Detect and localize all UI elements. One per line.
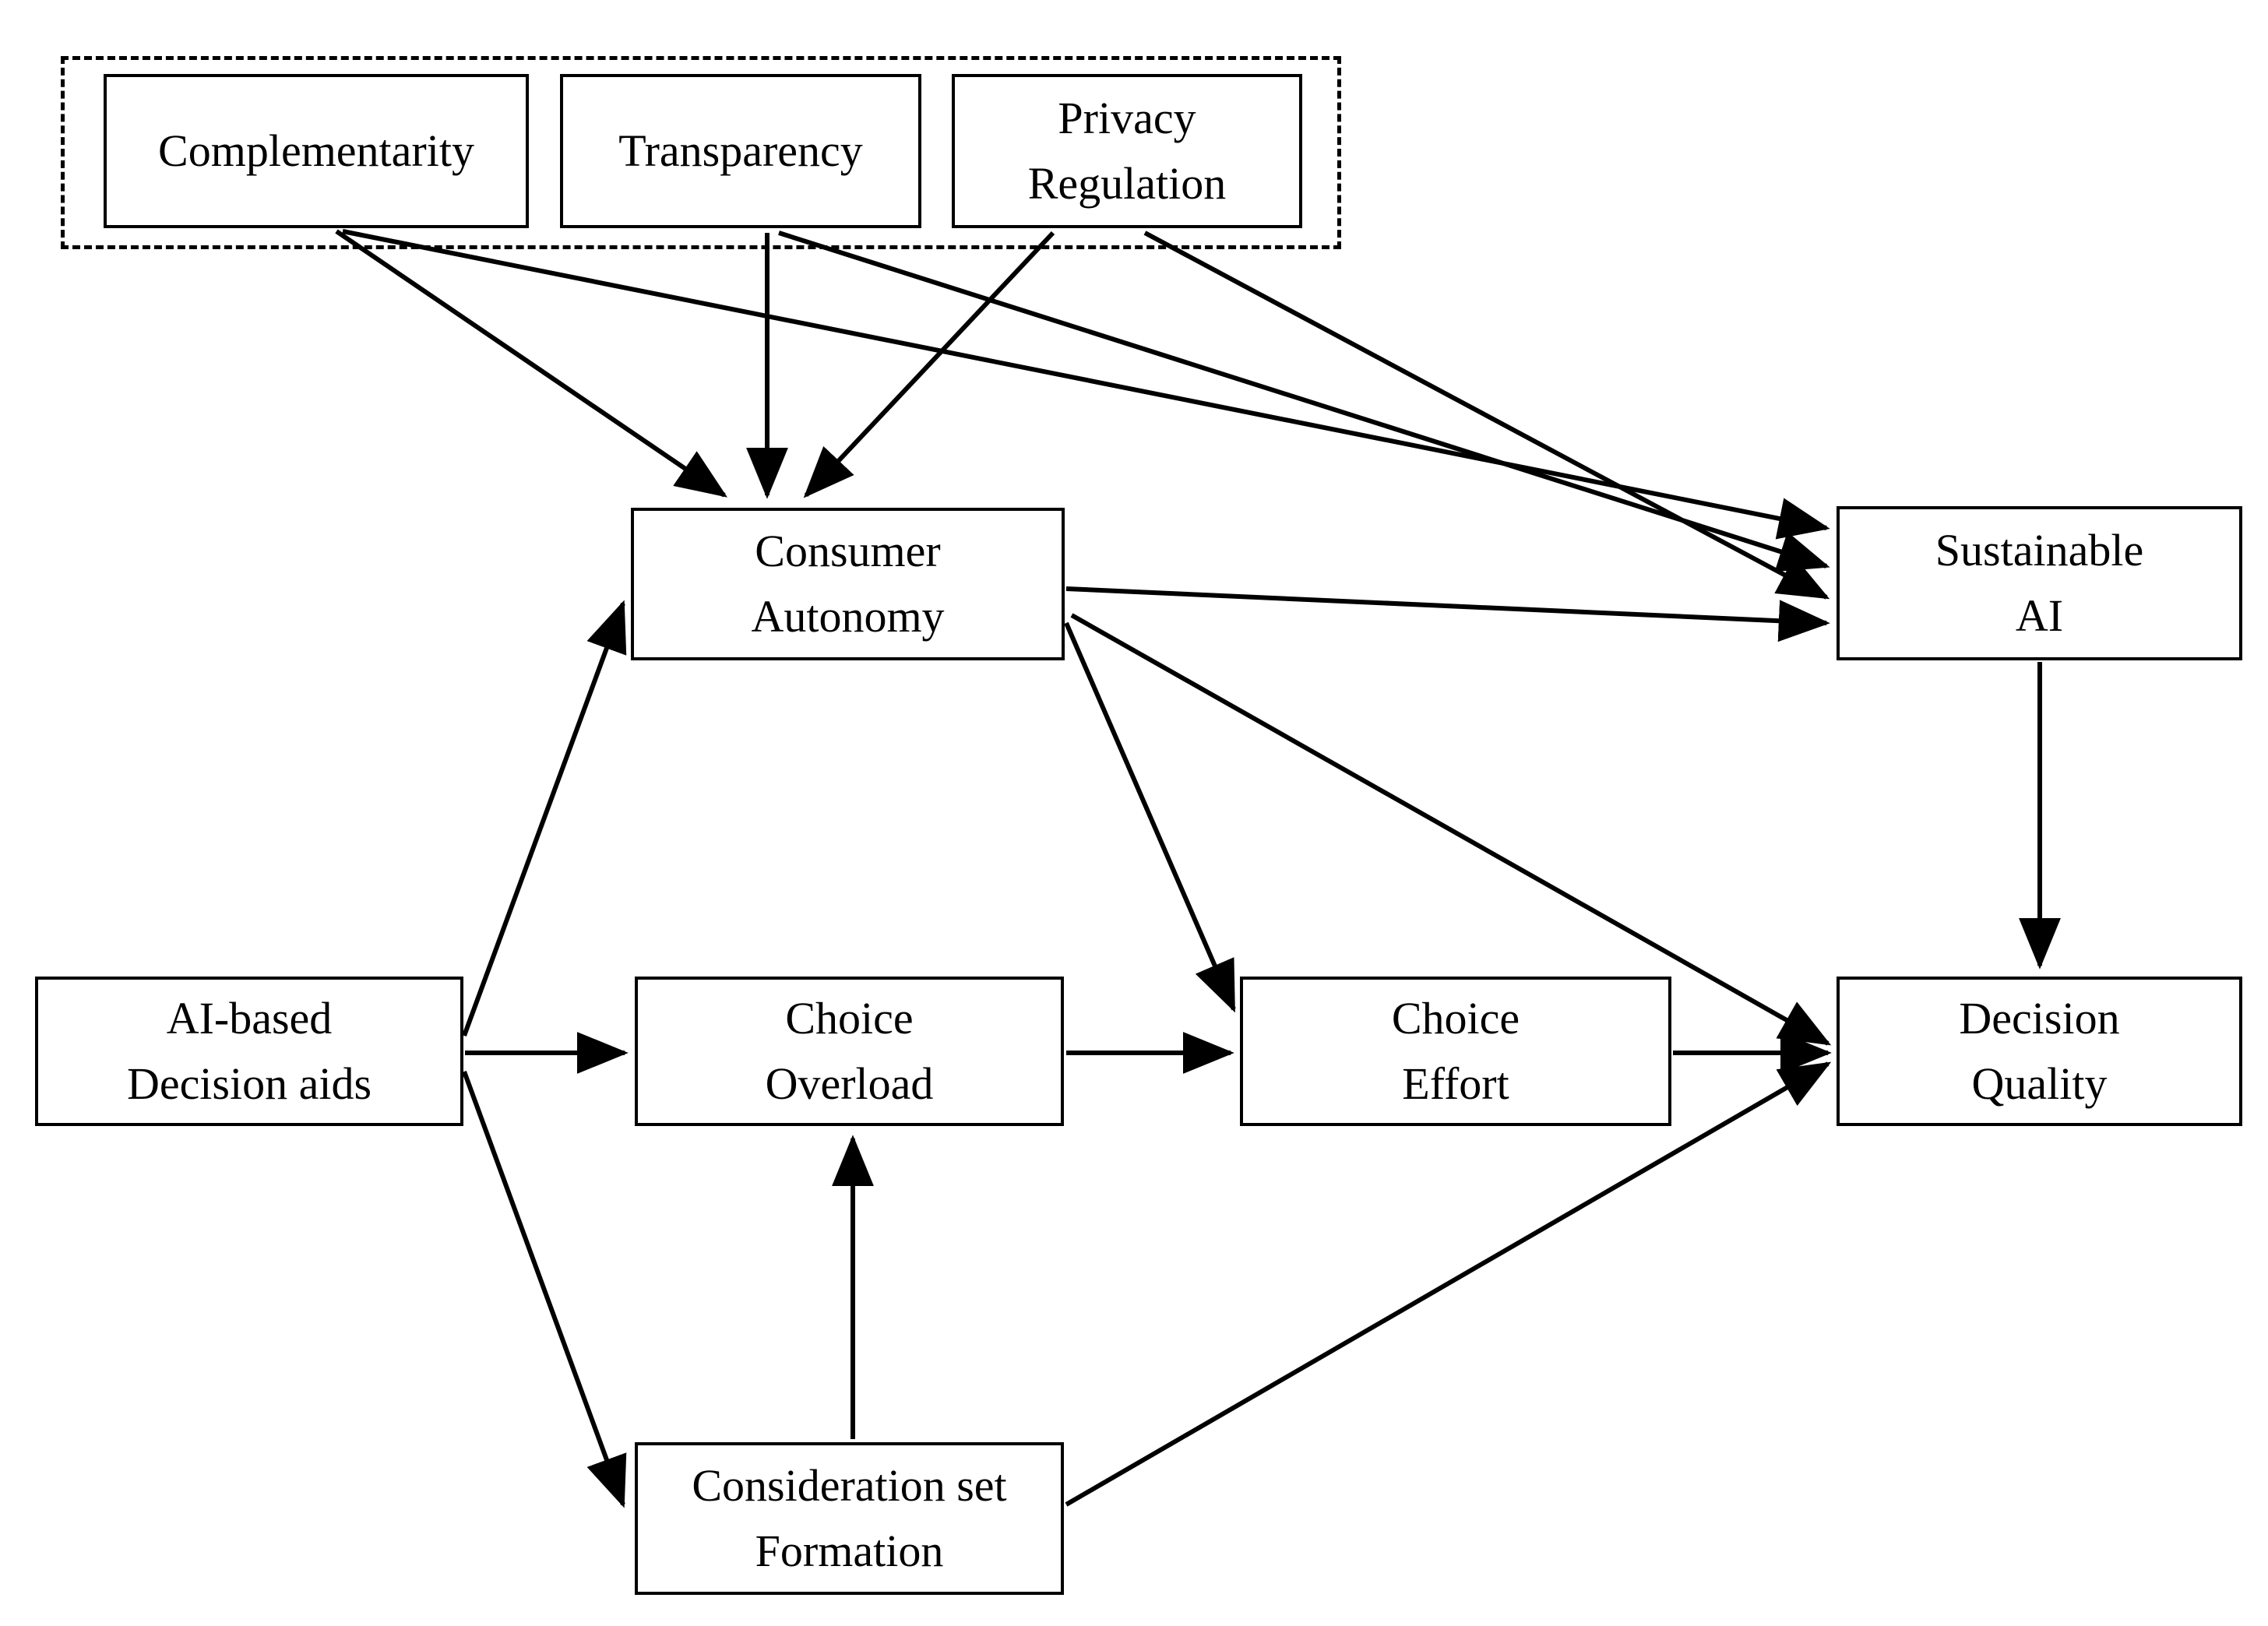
node-choice-effort-label-line2: Effort <box>1402 1058 1509 1109</box>
edge-privacy-regulation-to-sustainable-ai <box>1143 231 1830 600</box>
edge-complementarity-to-consumer-autonomy <box>335 229 727 498</box>
node-complementarity[interactable]: Complementarity <box>104 74 529 228</box>
edge-complementarity-to-sustainable-ai <box>342 229 1830 540</box>
edge-ai-decision-aids-to-consumer-autonomy <box>462 600 627 1037</box>
node-choice-overload-label-line1: Choice <box>785 992 914 1044</box>
node-consideration-set-formation-label-line2: Formation <box>755 1526 944 1576</box>
node-consumer-autonomy-label-line1: Consumer <box>755 525 941 576</box>
node-consideration-set-formation-label-line1: Consideration set <box>692 1459 1007 1511</box>
node-sustainable-ai-label-line1: Sustainable <box>1935 524 2144 575</box>
node-choice-effort[interactable]: Choice Effort <box>1240 977 1671 1126</box>
node-consumer-autonomy-label-line2: Autonomy <box>751 591 945 642</box>
node-choice-overload-label-line2: Overload <box>765 1058 934 1109</box>
edge-consumer-autonomy-to-sustainable-ai <box>1065 586 1830 642</box>
node-consideration-set-formation[interactable]: Consideration set Formation <box>635 1442 1064 1595</box>
node-ai-based-decision-aids-label-line1: AI-based <box>166 992 333 1044</box>
edge-consideration-set-to-decision-quality <box>1065 1061 1832 1507</box>
edge-consumer-autonomy-to-choice-effort <box>1064 621 1236 1013</box>
edge-ai-decision-aids-to-consideration-set <box>462 1070 627 1508</box>
node-ai-based-decision-aids-label-line2: Decision aids <box>126 1058 372 1109</box>
node-choice-effort-label-line1: Choice <box>1391 992 1520 1044</box>
node-choice-overload[interactable]: Choice Overload <box>635 977 1064 1126</box>
node-complementarity-label-line1: Complementarity <box>158 125 474 176</box>
node-privacy-regulation-label-line2: Regulation <box>1027 158 1227 209</box>
node-decision-quality-label-line1: Decision <box>1959 992 2120 1044</box>
node-decision-quality-label-line2: Quality <box>1971 1058 2108 1109</box>
node-ai-based-decision-aids[interactable]: AI-based Decision aids <box>35 977 463 1126</box>
edge-privacy-regulation-to-consumer-autonomy <box>803 231 1055 498</box>
node-transparency[interactable]: Transparency <box>560 74 921 228</box>
node-privacy-regulation-label-line1: Privacy <box>1058 92 1196 143</box>
node-transparency-label-line1: Transparency <box>618 125 863 176</box>
node-sustainable-ai[interactable]: Sustainable AI <box>1837 506 2242 660</box>
node-consumer-autonomy[interactable]: Consumer Autonomy <box>631 508 1065 660</box>
node-sustainable-ai-label-line2: AI <box>2015 590 2064 641</box>
node-decision-quality[interactable]: Decision Quality <box>1837 977 2242 1126</box>
node-privacy-regulation[interactable]: Privacy Regulation <box>952 74 1302 228</box>
